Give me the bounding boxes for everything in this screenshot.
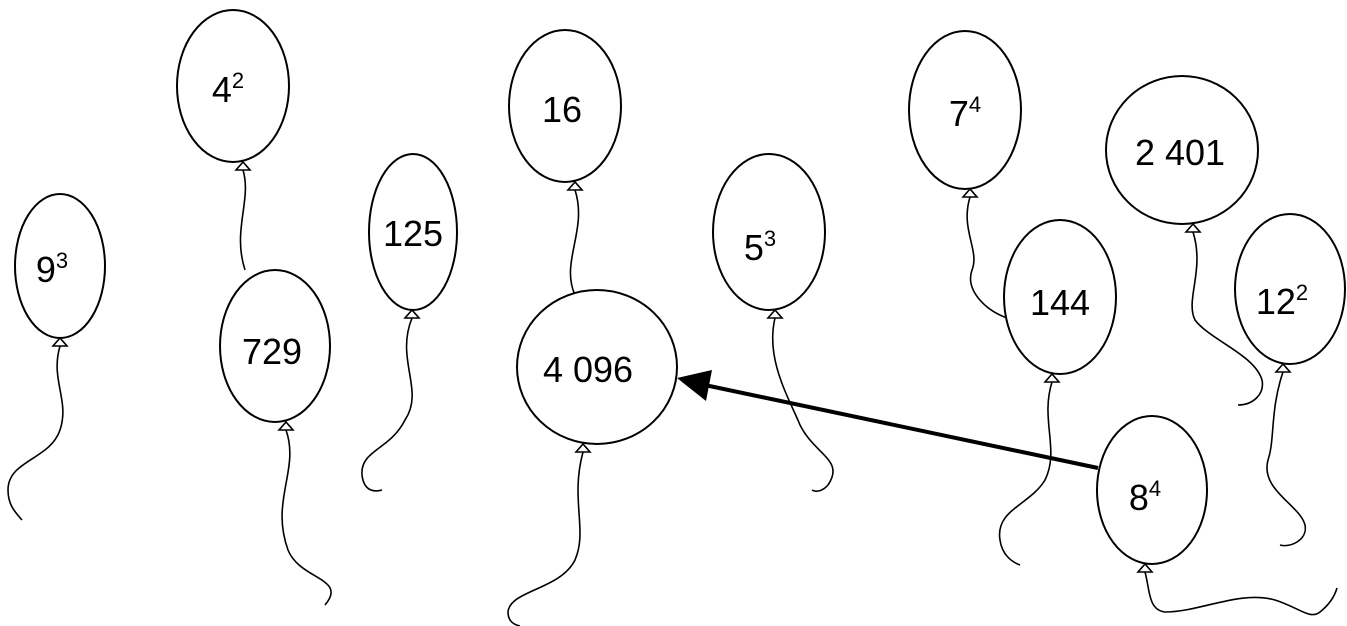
string-one-four-four	[998, 381, 1053, 566]
string-seven-fourth	[966, 196, 1008, 319]
balloon-seven-fourth: 74	[908, 30, 1022, 198]
balloon-label: 93	[36, 248, 68, 290]
balloon-label: 122	[1256, 280, 1308, 322]
balloon-knot	[1043, 372, 1061, 383]
balloon-knot	[766, 308, 784, 319]
arrow-shaft	[699, 382, 1099, 470]
balloon-knot	[1274, 362, 1292, 373]
balloon-body	[712, 153, 826, 311]
string-two-four-zero-one	[1191, 231, 1264, 406]
balloon-exponent: 2	[232, 68, 244, 93]
arrow-head	[677, 370, 712, 401]
balloon-four-zero-nine-six: 4 096	[516, 289, 678, 453]
balloon-label: 42	[212, 68, 244, 110]
string-seven-two-nine	[281, 429, 332, 606]
balloon-twelve-squared: 122	[1234, 213, 1346, 373]
balloon-knot	[234, 160, 252, 171]
balloon-nine-cubed: 93	[14, 193, 106, 347]
balloon-label: 16	[542, 89, 582, 130]
balloon-eight-fourth: 84	[1096, 415, 1208, 573]
balloon-body	[1003, 219, 1117, 375]
balloon-two-four-zero-one: 2 401	[1105, 75, 1259, 233]
balloon-base: 4	[212, 69, 232, 110]
string-twelve-squared	[1266, 371, 1306, 547]
balloon-body	[508, 29, 622, 183]
balloon-label: 74	[949, 92, 981, 134]
balloon-four-squared: 42	[176, 9, 290, 171]
balloon-body	[1096, 415, 1208, 565]
balloon-base: 7	[949, 93, 969, 134]
balloon-exponent: 4	[1149, 476, 1161, 501]
balloon-body	[1234, 213, 1346, 365]
balloon-knot	[1184, 222, 1202, 233]
string-nine-cubed	[7, 345, 64, 521]
balloon-label: 125	[383, 213, 443, 254]
balloon-knot	[566, 180, 584, 191]
balloon-label: 2 401	[1135, 132, 1225, 173]
balloon-exponent: 2	[1296, 280, 1308, 305]
balloon-body	[1105, 75, 1259, 225]
balloon-knot	[961, 187, 979, 198]
balloon-label: 53	[744, 226, 776, 268]
string-five-cubed	[771, 317, 834, 492]
balloon-knot	[277, 420, 295, 431]
balloon-knot	[403, 308, 421, 319]
string-four-squared	[239, 169, 247, 271]
balloon-base: 8	[1129, 477, 1149, 518]
balloon-label: 84	[1129, 476, 1161, 518]
balloon-label: 729	[242, 331, 302, 372]
balloon-knot	[51, 336, 69, 347]
balloon-exponent: 3	[764, 226, 776, 251]
balloon-knot	[574, 442, 592, 453]
string-eight-fourth	[1144, 571, 1338, 616]
balloon-base: 12	[1256, 281, 1296, 322]
balloon-sixteen: 16	[508, 29, 622, 191]
balloon-one-four-four: 144	[1003, 219, 1117, 383]
balloon-exponent: 4	[969, 92, 981, 117]
arrow	[677, 370, 1099, 470]
balloon-body	[219, 269, 331, 423]
balloon-base: 5	[744, 227, 764, 268]
balloon-one-two-five: 125	[368, 153, 458, 319]
balloon-body	[516, 289, 678, 445]
balloon-seven-two-nine: 729	[219, 269, 331, 431]
balloon-base: 9	[36, 249, 56, 290]
balloon-label: 4 096	[543, 349, 633, 390]
balloon-five-cubed: 53	[712, 153, 826, 319]
balloon-knot	[1136, 562, 1154, 573]
balloon-label: 144	[1030, 282, 1090, 323]
balloon-strings	[7, 169, 1338, 626]
string-sixteen	[569, 189, 580, 296]
string-one-two-five	[361, 317, 413, 492]
string-four-zero-nine-six	[507, 451, 584, 626]
balloon-exponent: 3	[56, 248, 68, 273]
balloon-body	[908, 30, 1022, 190]
balloon-body	[176, 9, 290, 163]
